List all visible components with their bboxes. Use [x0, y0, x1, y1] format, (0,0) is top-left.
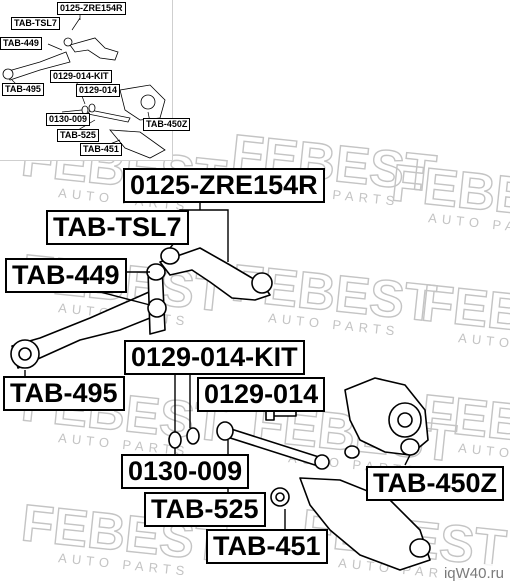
thumb-label-0129-014[interactable]: 0129-014 [76, 84, 121, 97]
overview-thumbnail: 0125-ZRE154R TAB-TSL7 TAB-449 TAB-495 01… [0, 0, 191, 161]
bushing-tsl7 [160, 247, 180, 265]
bushing-upper-end [251, 272, 273, 294]
thumb-label-tab-449[interactable]: TAB-449 [0, 37, 42, 50]
overview-drawing [2, 12, 166, 159]
bushing-014 [186, 427, 200, 445]
label-0130-009[interactable]: 0130-009 [121, 454, 250, 489]
label-tab-495[interactable]: TAB-495 [3, 376, 125, 411]
label-tab-525[interactable]: TAB-525 [144, 492, 266, 527]
thumb-label-tab-451[interactable]: TAB-451 [80, 143, 122, 156]
thumb-label-0125-zre154r[interactable]: 0125-ZRE154R [57, 2, 126, 15]
lower-control-arm [299, 477, 431, 571]
thumb-label-0130-009[interactable]: 0130-009 [46, 113, 91, 126]
label-tab-tsl7[interactable]: TAB-TSL7 [46, 210, 189, 245]
thumb-label-tab-tsl7[interactable]: TAB-TSL7 [11, 17, 60, 30]
bushing-450z [400, 438, 420, 456]
thumb-label-0129-014-kit[interactable]: 0129-014-KIT [50, 70, 112, 83]
label-0129-014-kit[interactable]: 0129-014-KIT [124, 340, 305, 375]
thumb-label-tab-450z[interactable]: TAB-450Z [143, 118, 191, 131]
upper-control-arm [159, 247, 271, 301]
thumb-label-tab-495[interactable]: TAB-495 [2, 83, 44, 96]
bushing-009 [168, 431, 182, 449]
label-tab-450z[interactable]: TAB-450Z [366, 466, 505, 501]
label-tab-451[interactable]: TAB-451 [206, 529, 328, 564]
site-watermark: iqW40.ru [439, 564, 508, 583]
bushing-449-b [147, 298, 167, 318]
thumb-label-tab-525[interactable]: TAB-525 [57, 129, 99, 142]
label-0125-zre154r[interactable]: 0125-ZRE154R [123, 168, 325, 203]
label-tab-449[interactable]: TAB-449 [5, 258, 127, 293]
label-0129-014[interactable]: 0129-014 [197, 377, 326, 412]
